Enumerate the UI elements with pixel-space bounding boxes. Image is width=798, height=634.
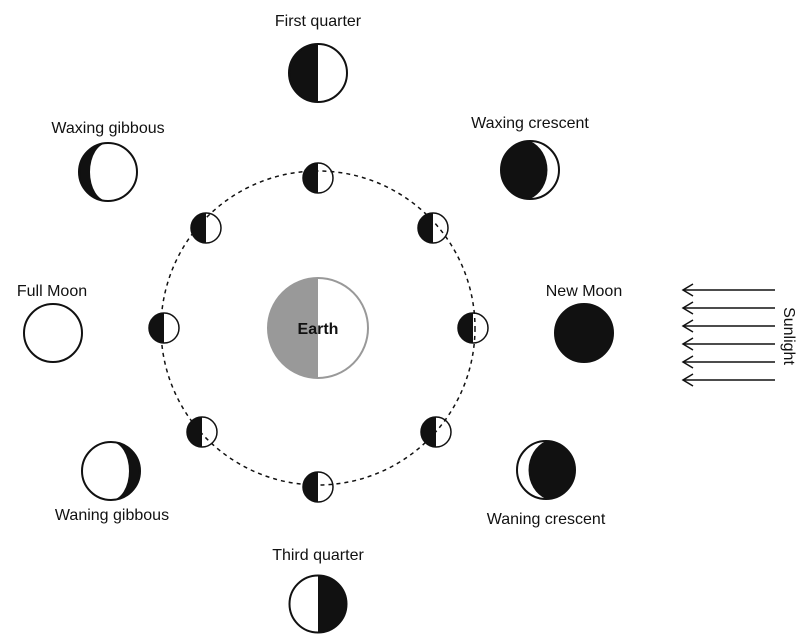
phase-waning-gibbous: Waning gibbous	[55, 441, 169, 524]
waning-gibbous-outline	[81, 441, 141, 501]
earth-label: Earth	[298, 321, 339, 338]
earth-outline	[267, 277, 369, 379]
waxing-gibbous-label: Waxing gibbous	[51, 120, 164, 137]
waxing-gibbous-outline	[78, 142, 138, 202]
sunlight-arrows	[681, 283, 775, 387]
waxing-crescent-outline	[500, 140, 560, 200]
first-quarter-label: First quarter	[275, 13, 362, 30]
waning-crescent-outline	[516, 440, 576, 500]
new-moon-label: New Moon	[546, 283, 622, 300]
sunlight-arrow	[681, 301, 775, 315]
new-moon-disc	[554, 303, 614, 363]
sunlight-label: Sunlight	[780, 307, 797, 365]
sunlight-arrow	[681, 337, 775, 351]
phase-waning-crescent: Waning crescent	[487, 440, 606, 528]
orbit-moon-east	[457, 312, 489, 344]
sunlight-arrow	[681, 355, 775, 369]
sunlight-arrow	[681, 319, 775, 333]
waxing-gibbous-dark	[79, 143, 108, 201]
earth: Earth	[267, 277, 369, 379]
sunlight-arrow	[681, 373, 775, 387]
orbit-moon-northeast	[417, 212, 449, 244]
phase-waxing-crescent: Waxing crescent	[471, 115, 589, 200]
first-quarter-outline	[288, 43, 348, 103]
third-quarter-label: Third quarter	[272, 547, 364, 564]
waxing-crescent-label: Waxing crescent	[471, 115, 589, 132]
phase-full-moon: Full Moon	[17, 283, 87, 363]
waning-crescent-label: Waning crescent	[487, 511, 606, 528]
waxing-crescent-dark	[501, 141, 548, 199]
third-quarter-dark	[318, 575, 347, 633]
phase-third-quarter: Third quarter	[272, 547, 364, 634]
phase-first-quarter: First quarter	[275, 13, 362, 103]
earth-day-side	[318, 278, 368, 378]
orbit-moon-southeast	[420, 416, 452, 448]
full-moon-disc	[23, 303, 83, 363]
third-quarter-outline	[288, 574, 348, 634]
earth-night-side	[268, 278, 318, 378]
orbit-moon-south	[302, 471, 334, 503]
phase-new-moon: New Moon	[546, 283, 622, 363]
sunlight-arrow	[681, 283, 775, 297]
orbit-moon-north	[302, 162, 334, 194]
waning-crescent-dark	[528, 441, 575, 499]
full-moon-label: Full Moon	[17, 283, 87, 300]
phase-waxing-gibbous: Waxing gibbous	[51, 120, 165, 202]
orbit-moon-west	[148, 312, 180, 344]
first-quarter-dark	[289, 44, 318, 102]
waning-gibbous-label: Waning gibbous	[55, 507, 169, 524]
waning-gibbous-dark	[111, 442, 140, 500]
orbit-moon-northwest	[190, 212, 222, 244]
orbit-moon-southwest	[186, 416, 218, 448]
